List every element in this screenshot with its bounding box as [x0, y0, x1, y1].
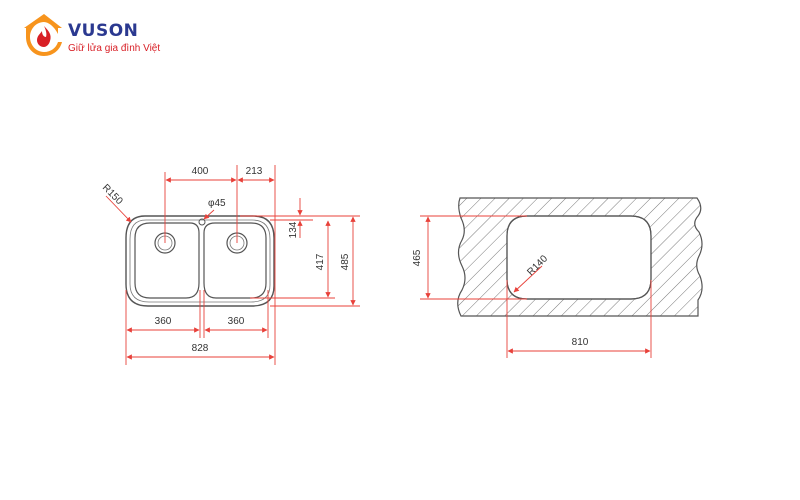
dim-cutout-depth: 465	[412, 249, 423, 266]
tap-hole	[198, 218, 206, 226]
cutout-dimensions	[420, 215, 652, 358]
dim-right-offset: 213	[246, 166, 263, 177]
brand-logo: VUSON Giữ lửa gia đình Việt	[24, 12, 184, 58]
sink-dimensions	[105, 165, 360, 365]
left-bowl	[134, 222, 200, 299]
house-flame-logo-icon	[24, 14, 62, 56]
dim-bowl-spacing: 400	[192, 166, 209, 177]
dim-radius: R150	[100, 182, 125, 207]
dim-right-bowl-width: 360	[228, 316, 245, 327]
dim-overall-width: 828	[192, 343, 209, 354]
brand-slogan: Giữ lửa gia đình Việt	[68, 43, 161, 54]
sink-outer-rim	[125, 215, 275, 307]
dim-overall-depth: 485	[340, 253, 351, 270]
right-bowl	[203, 222, 267, 299]
cutout-opening	[506, 215, 652, 300]
dim-left-bowl-width: 360	[155, 316, 172, 327]
dim-cutout-radius: R140	[525, 253, 550, 278]
sink-dimension-labels: 400 213 φ45 R150 134 417 485 360 360 828	[100, 166, 351, 354]
brand-name: VUSON	[68, 21, 139, 41]
dim-bowl-depth: 417	[315, 253, 326, 270]
dim-cutout-width: 810	[572, 337, 589, 348]
sink-top-view	[125, 215, 275, 307]
dim-tap-hole: φ45	[208, 198, 226, 209]
cutout-view	[457, 197, 703, 317]
dim-tap-to-top: 134	[288, 221, 299, 238]
